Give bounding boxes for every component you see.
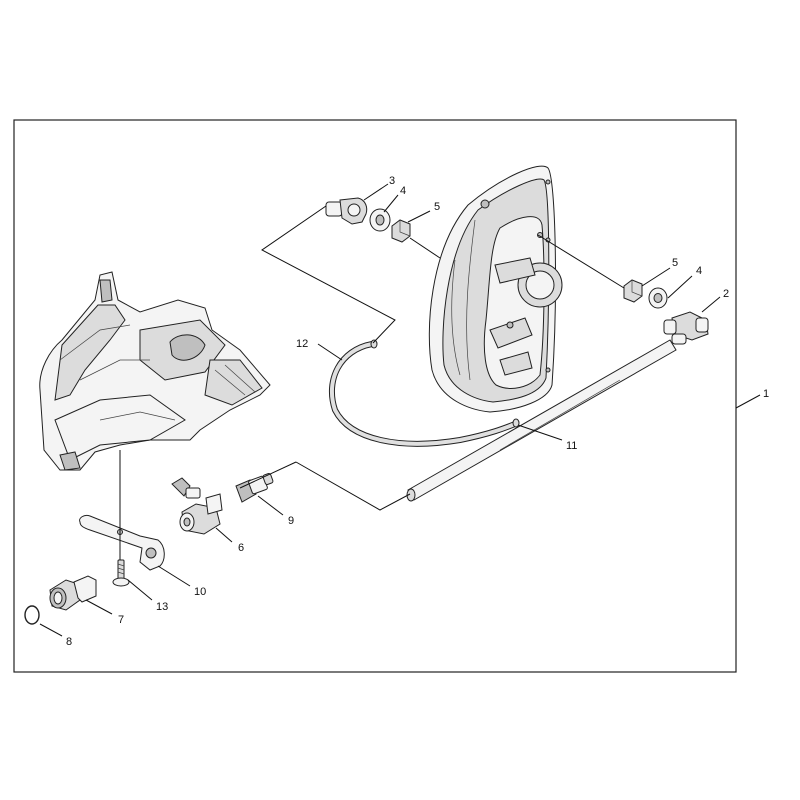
assembly-frame [13, 119, 737, 673]
callout-4-right: 4 [696, 265, 702, 277]
hex-nut-upper [391, 219, 411, 243]
callout-1: 1 [763, 388, 769, 400]
callout-5-right: 5 [672, 257, 678, 269]
washer-right [648, 287, 668, 309]
callout-5-upper: 5 [434, 201, 440, 213]
callout-2: 2 [723, 288, 729, 300]
callout-7: 7 [118, 614, 124, 626]
callout-4-upper: 4 [400, 185, 406, 197]
callout-10: 10 [194, 586, 206, 598]
tee-fitting [663, 311, 709, 345]
callout-3: 3 [389, 175, 395, 187]
hex-nut-right [623, 279, 643, 303]
washer-upper [369, 208, 391, 232]
leader-lines [39, 183, 761, 637]
callout-9: 9 [288, 515, 294, 527]
callout-11: 11 [566, 440, 577, 452]
callout-12: 12 [296, 338, 308, 350]
callout-8: 8 [66, 636, 72, 648]
nozzle-fitting [235, 472, 274, 503]
elbow-fitting [325, 197, 368, 225]
screw [112, 559, 130, 587]
blade-guard [428, 165, 563, 413]
curved-hose [328, 339, 520, 447]
ball-valve [171, 477, 223, 535]
threaded-plug [49, 575, 97, 611]
o-ring [24, 605, 40, 625]
callout-6: 6 [238, 542, 244, 554]
straight-tube [406, 339, 677, 502]
strap-bracket [79, 515, 165, 571]
housing-bracket [39, 271, 271, 471]
assembly-lines [119, 205, 625, 560]
callout-13: 13 [156, 601, 168, 613]
callout-labels: 1 2 3 4 4 5 5 6 7 8 9 10 11 12 13 [66, 175, 769, 648]
